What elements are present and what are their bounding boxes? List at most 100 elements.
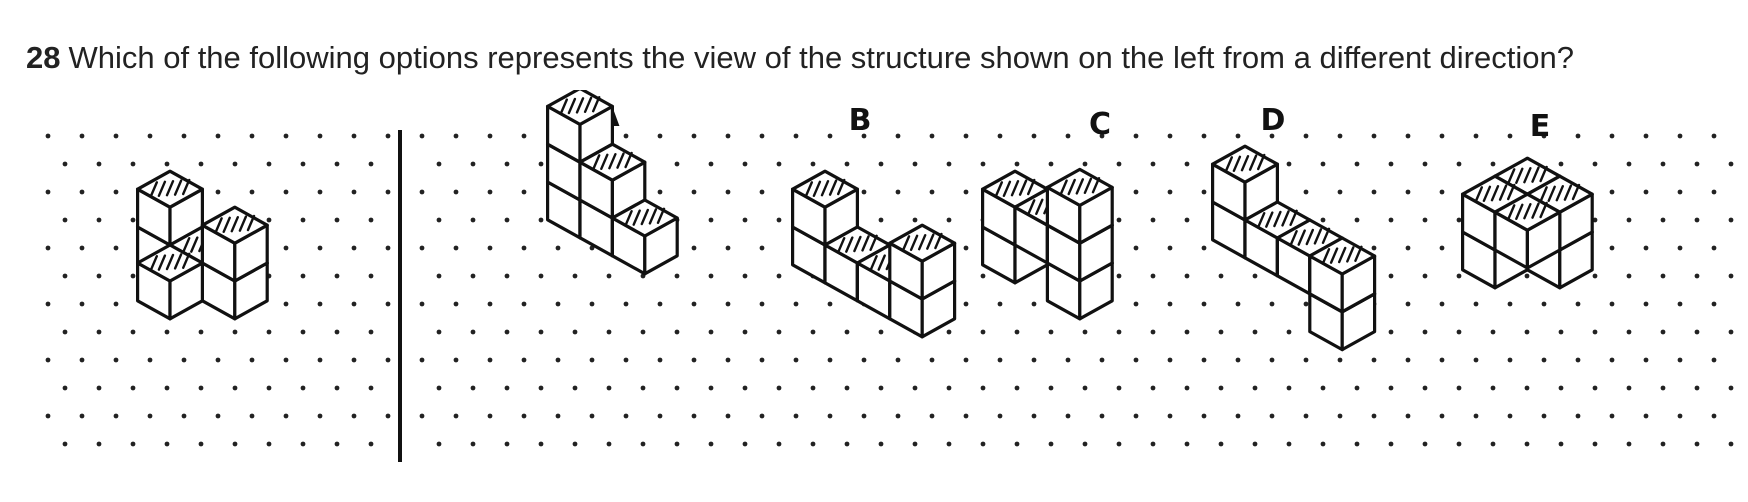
grid-dot [606,441,612,447]
grid-dot [1337,413,1343,419]
grid-dot [1677,357,1683,363]
question-prompt: Which of the following options represent… [68,40,1574,75]
grid-dot [1660,217,1666,223]
grid-dot [1235,301,1241,307]
grid-dot [1456,329,1462,335]
grid-dot [470,273,476,279]
grid-dot [249,133,255,139]
grid-dot [181,413,187,419]
grid-dot [1320,217,1326,223]
grid-dot [1014,385,1020,391]
grid-dot [1133,357,1139,363]
grid-dot [1116,217,1122,223]
grid-dot [1337,189,1343,195]
grid-dot [470,329,476,335]
grid-dot [793,357,799,363]
grid-dot [1507,413,1513,419]
grid-dot [1439,357,1445,363]
grid-dot [334,385,340,391]
grid-dot [436,385,442,391]
grid-dot [1490,161,1496,167]
grid-dot [1099,413,1105,419]
grid-dot [1167,413,1173,419]
grid-dot [487,413,493,419]
option-label-c[interactable]: C [1089,107,1111,142]
grid-dot [79,357,85,363]
grid-dot [657,133,663,139]
grid-dot [555,357,561,363]
grid-dot [1184,385,1190,391]
option-label-b[interactable]: B [849,103,872,138]
grid-dot [1439,413,1445,419]
grid-dot [674,273,680,279]
grid-dot [929,413,935,419]
grid-dot [691,301,697,307]
grid-dot [708,217,714,223]
option-d-structure[interactable] [1210,144,1377,352]
grid-dot [980,161,986,167]
grid-dot [62,161,68,167]
grid-dot [1150,273,1156,279]
cube [200,205,269,283]
grid-dot [368,273,374,279]
grid-dot [1694,329,1700,335]
option-a-structure[interactable] [546,90,679,276]
option-label-e[interactable]: E [1530,109,1551,144]
cube [135,243,204,321]
grid-dot [555,413,561,419]
grid-dot [1439,301,1445,307]
grid-dot [283,133,289,139]
grid-dot [1150,329,1156,335]
grid-dot [759,245,765,251]
grid-dot [878,441,884,447]
grid-dot [1218,385,1224,391]
grid-dot [793,133,799,139]
grid-dot [1065,357,1071,363]
grid-dot [1303,133,1309,139]
grid-dot [1354,441,1360,447]
option-e-structure[interactable] [1460,156,1594,290]
grid-dot [79,133,85,139]
grid-dot [1201,189,1207,195]
grid-dot [436,217,442,223]
grid-dot [283,245,289,251]
grid-dot [96,329,102,335]
grid-dot [1082,329,1088,335]
grid-dot [1524,385,1530,391]
grid-dot [572,385,578,391]
grid-dot [1150,217,1156,223]
grid-dot [963,189,969,195]
grid-dot [572,441,578,447]
grid-dot [453,245,459,251]
grid-dot [215,189,221,195]
grid-dot [1116,161,1122,167]
grid-dot [1609,189,1615,195]
grid-dot [266,441,272,447]
grid-dot [555,301,561,307]
grid-dot [674,441,680,447]
grid-dot [453,133,459,139]
grid-dot [827,301,833,307]
grid-dot [725,189,731,195]
grid-dot [1490,329,1496,335]
option-b-structure[interactable] [790,169,957,339]
grid-dot [776,385,782,391]
grid-dot [929,189,935,195]
grid-dot [1065,133,1071,139]
grid-dot [878,329,884,335]
grid-dot [589,357,595,363]
grid-dot [929,133,935,139]
grid-dot [521,133,527,139]
grid-dot [521,301,527,307]
grid-dot [249,357,255,363]
grid-dot [351,245,357,251]
grid-dot [1609,133,1615,139]
grid-dot [997,301,1003,307]
grid-dot [1626,441,1632,447]
option-c-structure[interactable] [980,167,1114,321]
option-label-d[interactable]: D [1261,103,1286,138]
grid-dot [487,301,493,307]
grid-dot [1031,301,1037,307]
grid-dot [521,245,527,251]
grid-dot [113,133,119,139]
